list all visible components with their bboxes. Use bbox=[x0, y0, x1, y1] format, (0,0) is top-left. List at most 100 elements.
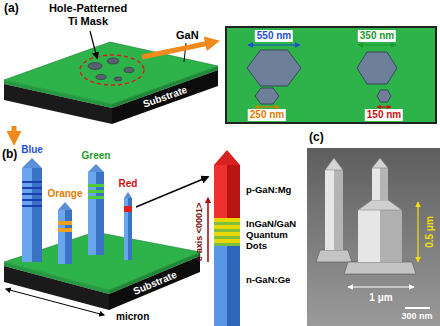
mask-hole bbox=[114, 77, 122, 81]
wire-tip bbox=[22, 158, 42, 168]
hexagon-hole bbox=[377, 90, 391, 102]
layer-label: n-GaN:Ge bbox=[246, 275, 290, 286]
qd-band bbox=[214, 229, 240, 232]
qd-band bbox=[214, 243, 240, 246]
hexagon-hole bbox=[247, 50, 301, 86]
sem-wire bbox=[372, 158, 388, 168]
qd-band bbox=[214, 218, 240, 222]
n-gan-segment bbox=[227, 246, 240, 326]
hexagon-hole bbox=[255, 88, 279, 104]
wire-face bbox=[58, 210, 65, 264]
dimension-arrow bbox=[248, 44, 300, 45]
wire-tip bbox=[214, 150, 240, 165]
sem-panel: 0.5 μm 1 μm 300 nm bbox=[307, 148, 440, 326]
dimension-arrow bbox=[377, 106, 391, 107]
sem-wire bbox=[325, 170, 334, 250]
axis-label: c-axis <0001> bbox=[194, 203, 204, 262]
wire-tip bbox=[124, 192, 132, 198]
scale-bar bbox=[405, 307, 430, 309]
p-gan-segment bbox=[214, 165, 227, 218]
step-arrow bbox=[12, 126, 17, 140]
qd-band bbox=[22, 181, 42, 183]
gan-panel bbox=[226, 27, 436, 123]
leader-arrow bbox=[90, 31, 97, 58]
dimension-label: 250 nm bbox=[248, 109, 286, 121]
n-gan-segment bbox=[214, 246, 227, 326]
qd-band bbox=[214, 222, 240, 225]
sem-image bbox=[307, 148, 440, 326]
qd-band bbox=[88, 184, 104, 187]
dimension-label: 300 nm bbox=[401, 311, 432, 321]
sem-wire bbox=[334, 170, 343, 250]
panel-letter: (a) bbox=[4, 2, 19, 16]
dimension-label: 150 nm bbox=[365, 109, 403, 121]
layer-label: p-GaN:Mg bbox=[246, 185, 291, 196]
part-label: GaN bbox=[176, 29, 199, 42]
red-nanowire bbox=[124, 192, 132, 260]
dimension-label: 1 μm bbox=[369, 292, 392, 304]
color-label: Green bbox=[82, 150, 111, 162]
hexagon-hole bbox=[357, 52, 397, 84]
substrate-face bbox=[112, 70, 218, 124]
wire-tip bbox=[58, 202, 72, 210]
wire-tip bbox=[88, 164, 104, 172]
orange-nanowire bbox=[58, 202, 72, 264]
dimension-arrow bbox=[255, 106, 279, 107]
highlight-ellipse bbox=[80, 55, 144, 85]
dimension-arrow bbox=[417, 202, 418, 262]
sem-wire bbox=[325, 158, 343, 170]
sem-wire bbox=[380, 168, 388, 200]
qd-band bbox=[124, 206, 132, 212]
dimension-arrow bbox=[348, 286, 414, 287]
qd-band bbox=[214, 232, 240, 236]
qd-band bbox=[58, 221, 72, 225]
panel-letter: (b) bbox=[2, 148, 17, 162]
dimension-label: 0.5 μm bbox=[424, 216, 436, 248]
part-label: Hole-Patterned Ti Mask bbox=[46, 2, 130, 27]
qd-band bbox=[22, 205, 42, 207]
wire-face bbox=[65, 210, 72, 264]
qd-band bbox=[58, 228, 72, 232]
color-label: Orange bbox=[47, 188, 82, 200]
sem-wire bbox=[358, 200, 402, 210]
substrate-face bbox=[4, 84, 112, 124]
dimension-label: 550 nm bbox=[255, 30, 293, 42]
gan-panel: 550 nm 350 nm 250 nm 150 nm bbox=[225, 26, 437, 124]
substrate-face bbox=[109, 256, 200, 310]
qd-band bbox=[214, 236, 240, 239]
qd-band bbox=[214, 239, 240, 243]
zoomed-nanowire bbox=[214, 150, 240, 326]
part-label: Substrate bbox=[141, 84, 188, 110]
green-nanowire bbox=[88, 164, 104, 255]
qd-band bbox=[88, 190, 104, 193]
sem-wire bbox=[372, 168, 380, 200]
zoom-arrow bbox=[142, 42, 214, 57]
qd-band bbox=[22, 187, 42, 189]
qd-band bbox=[88, 196, 104, 199]
color-label: Blue bbox=[21, 144, 43, 156]
color-label: Red bbox=[119, 178, 138, 190]
dimension-arrow bbox=[358, 44, 396, 45]
mask-hole bbox=[107, 58, 119, 64]
part-label: Substrate bbox=[132, 269, 179, 297]
mask-hole bbox=[124, 67, 134, 72]
zoom-arrow bbox=[136, 177, 208, 207]
panel-letter: (c) bbox=[309, 131, 324, 145]
layer-label: InGaN/GaN Quantum Dots bbox=[246, 219, 304, 252]
mask-hole bbox=[88, 63, 102, 70]
qd-band bbox=[214, 225, 240, 229]
blue-nanowire bbox=[22, 158, 42, 262]
qd-band bbox=[22, 193, 42, 195]
dimension-label: micron bbox=[116, 311, 149, 323]
substrate-face bbox=[4, 266, 109, 310]
p-gan-segment bbox=[227, 165, 240, 218]
sem-wire bbox=[380, 210, 402, 262]
mask-hole bbox=[96, 75, 106, 80]
sem-pedestal bbox=[316, 250, 352, 262]
dimension-label: 350 nm bbox=[358, 30, 396, 42]
sem-pedestal bbox=[344, 262, 416, 274]
sem-wire bbox=[358, 210, 380, 262]
axis-arrow bbox=[207, 198, 209, 262]
